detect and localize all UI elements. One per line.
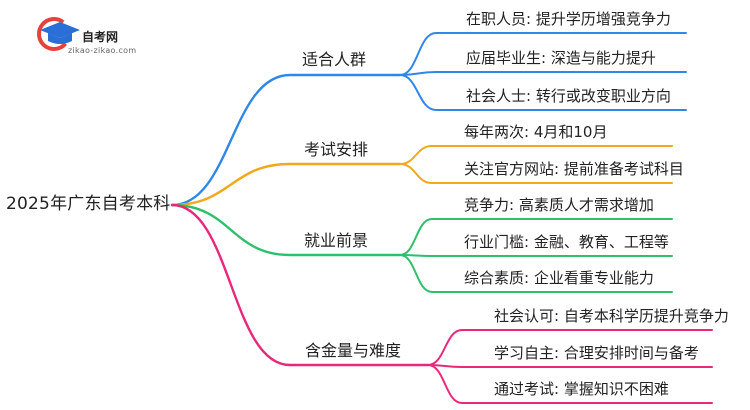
- leaf-value-self-study: 学习自主: 合理安排时间与备考: [494, 344, 699, 362]
- leaf-connector: [399, 32, 687, 76]
- leaf-employment-quality: 综合素质: 企业看重专业能力: [464, 269, 654, 287]
- leaf-connector: [399, 74, 687, 111]
- leaf-connector: [399, 254, 673, 257]
- leaf-connector: [399, 145, 673, 165]
- branch-employment: 就业前景: [304, 231, 369, 250]
- leaf-connector: [399, 71, 687, 76]
- leaf-connector: [399, 254, 673, 293]
- leaf-audience-graduates: 应届毕业生: 深造与能力提升: [466, 49, 656, 67]
- leaf-exam-twice: 每年两次: 4月和10月: [464, 123, 608, 141]
- branch-target-audience: 适合人群: [302, 50, 367, 69]
- logo: 自考网 zikao-zikao.com: [8, 8, 137, 55]
- leaf-connector: [427, 364, 713, 404]
- branch-connector: [170, 73, 402, 207]
- leaf-exam-official: 关注官方网站: 提前准备考试科目: [464, 160, 684, 178]
- leaf-connector: [427, 329, 713, 366]
- branch-connector: [170, 203, 402, 257]
- leaf-audience-public: 社会人士: 转行或改变职业方向: [466, 87, 671, 105]
- branch-connector: [170, 203, 430, 367]
- branch-connector: [170, 162, 402, 207]
- leaf-value-recognition: 社会认可: 自考本科学历提升竞争力: [494, 307, 729, 325]
- leaf-audience-working: 在职人员: 提升学历增强竞争力: [466, 10, 671, 28]
- branch-exam-schedule: 考试安排: [304, 140, 369, 159]
- leaf-connector: [427, 364, 713, 368]
- logo-url: zikao-zikao.com: [68, 46, 137, 55]
- branch-value-difficulty: 含金量与难度: [305, 341, 402, 360]
- leaf-employment-competition: 竞争力: 高素质人才需求增加: [464, 196, 654, 214]
- leaf-employment-industries: 行业门槛: 金融、教育、工程等: [464, 233, 669, 251]
- graduation-cap-icon: [37, 17, 80, 51]
- leaf-connector: [399, 218, 673, 256]
- root-topic: 2025年广东自考本科: [6, 194, 171, 214]
- logo-title: 自考网: [82, 30, 119, 44]
- leaf-value-pass-exam: 通过考试: 掌握知识不困难: [494, 380, 669, 398]
- leaf-connector: [399, 163, 673, 184]
